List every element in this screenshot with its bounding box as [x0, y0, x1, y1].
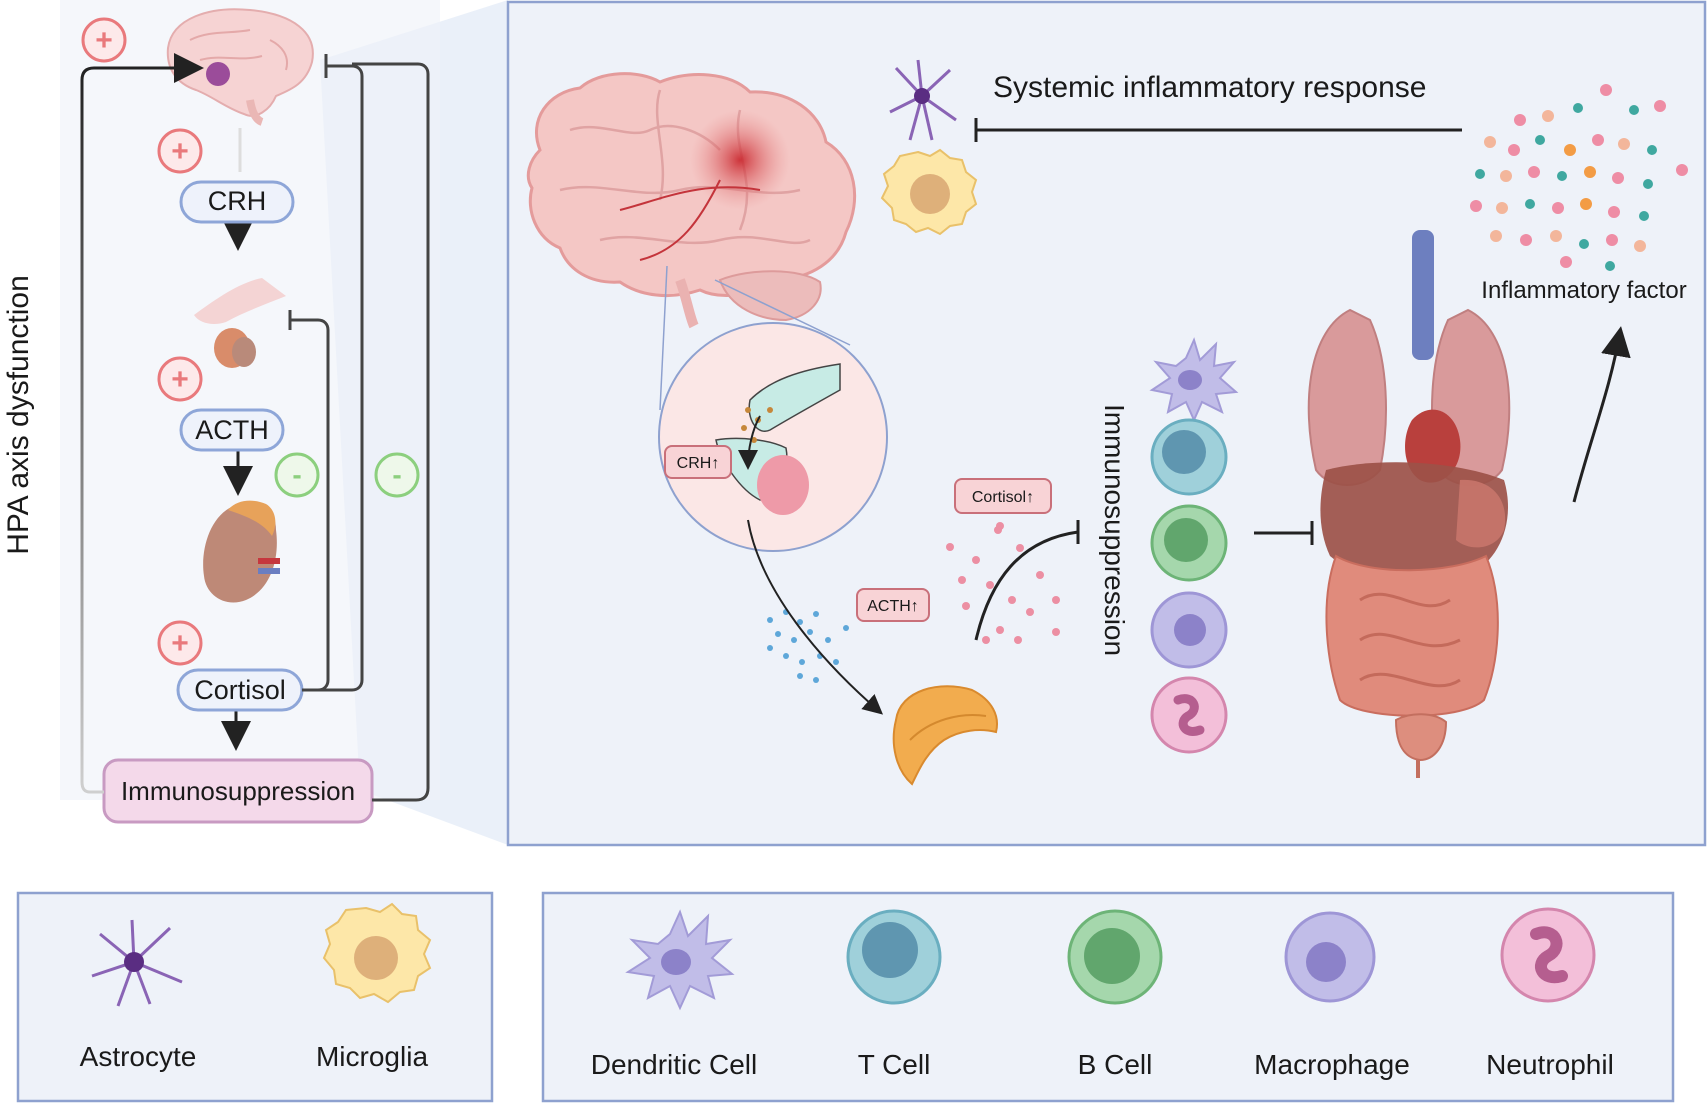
- astrocyte-icon: [91, 919, 183, 1007]
- t-cell-icon: [1150, 418, 1228, 496]
- left-panel-bg: [60, 0, 440, 800]
- cortisol-pill: Cortisol: [176, 668, 304, 712]
- legend-bcell-label: B Cell: [1078, 1049, 1153, 1080]
- flow-curve: [747, 519, 884, 715]
- legend-dendritic-label: Dendritic Cell: [591, 1049, 758, 1080]
- plus-icon: +: [157, 128, 203, 174]
- legend-neutrophil-label: Neutrophil: [1486, 1049, 1614, 1080]
- acth-tag: ACTH↑: [856, 588, 930, 622]
- neutrophil-icon: [1500, 907, 1596, 1003]
- b-cell-icon: [1067, 909, 1163, 1005]
- plus-sign: +: [95, 24, 113, 57]
- zoom-line: [659, 265, 668, 411]
- immunosuppression-label: Immunosuppression: [121, 776, 355, 806]
- legend-astrocyte-label: Astrocyte: [80, 1041, 197, 1072]
- macrophage-icon: [1284, 911, 1376, 1003]
- legend-macrophage-label: Macrophage: [1254, 1049, 1410, 1080]
- inhibition-line-outer: [352, 62, 430, 802]
- cortisol-tag: Cortisol↑: [954, 478, 1052, 514]
- microglia-icon: [322, 902, 432, 1004]
- minus-sign: -: [392, 459, 401, 490]
- microglia-icon: [880, 148, 978, 236]
- plus-icon: +: [157, 620, 203, 666]
- astrocyte-icon: [889, 59, 957, 141]
- side-title: HPA axis dysfunction: [2, 275, 35, 555]
- minus-icon: -: [374, 452, 420, 498]
- acth-pill: ACTH: [179, 408, 285, 452]
- inflammatory-particles: [1470, 84, 1688, 271]
- flow-arrow: [1572, 326, 1631, 503]
- inhibition-to-organs: [1254, 521, 1314, 545]
- systemic-response-label: Systemic inflammatory response: [993, 71, 1426, 104]
- legend-microglia-label: Microglia: [316, 1041, 428, 1072]
- inhibition-line-hypothalamus: [302, 54, 364, 692]
- positive-feedback-line: [80, 53, 204, 794]
- plus-sign: +: [171, 363, 189, 396]
- minus-sign: -: [292, 459, 301, 490]
- zoom-line: [714, 279, 851, 346]
- crh-label: CRH: [208, 186, 267, 216]
- immunosuppression-box: Immunosuppression: [102, 758, 374, 824]
- adrenal-gland-icon: [892, 685, 998, 786]
- organs-icon: [1307, 230, 1511, 778]
- legend-tcell-label: T Cell: [858, 1049, 931, 1080]
- t-cell-icon: [846, 909, 942, 1005]
- b-cell-icon: [1150, 504, 1228, 582]
- kidney-adrenal-icon: [203, 500, 280, 603]
- brain-sagittal-icon: [166, 8, 314, 126]
- cortisol-label: Cortisol: [194, 675, 286, 705]
- pituitary-icon: [194, 278, 286, 368]
- inhibition-to-glia: [974, 118, 1462, 142]
- acth-label: ACTH: [195, 415, 269, 445]
- cortisol-particles: [946, 522, 1060, 644]
- crh-tag-label: CRH↑: [677, 455, 720, 472]
- cortisol-tag-label: Cortisol↑: [972, 489, 1034, 506]
- dendritic-cell-icon: [1149, 337, 1239, 423]
- pituitary-zoom-circle: [658, 322, 888, 552]
- dendritic-cell-icon: [625, 909, 735, 1011]
- plus-sign: +: [171, 627, 189, 660]
- minus-icon: -: [274, 452, 320, 498]
- inflammatory-factor-label: Inflammatory factor: [1481, 277, 1686, 304]
- crh-pill: CRH: [179, 180, 295, 224]
- neutrophil-icon: [1150, 676, 1228, 754]
- macrophage-icon: [1150, 591, 1228, 669]
- inhibition-curve: [974, 520, 1080, 641]
- plus-icon: +: [157, 356, 203, 402]
- immuno-vertical-label: Immunosuppression: [1099, 404, 1130, 656]
- acth-tag-label: ACTH↑: [867, 598, 919, 615]
- brain-icon: [526, 72, 857, 329]
- crh-tag: CRH↑: [664, 445, 732, 479]
- plus-icon: +: [81, 17, 127, 63]
- plus-sign: +: [171, 135, 189, 168]
